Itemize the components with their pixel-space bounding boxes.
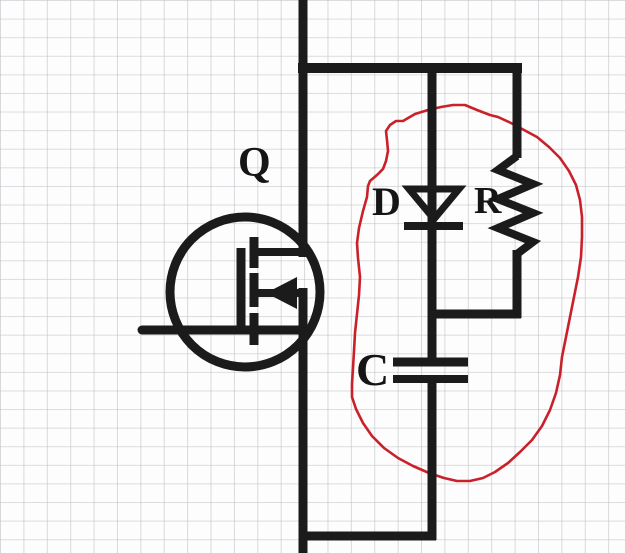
annotation-loop bbox=[350, 103, 584, 483]
mosfet-circle bbox=[165, 212, 325, 372]
label-diode: D bbox=[372, 179, 401, 224]
label-resistor: R bbox=[474, 180, 502, 222]
label-capacitor: C bbox=[356, 344, 389, 395]
diode-triangle bbox=[401, 185, 467, 225]
label-transistor: Q bbox=[238, 140, 271, 186]
resistor-zigzag bbox=[487, 152, 544, 258]
mosfet-body-arrow bbox=[266, 277, 297, 309]
